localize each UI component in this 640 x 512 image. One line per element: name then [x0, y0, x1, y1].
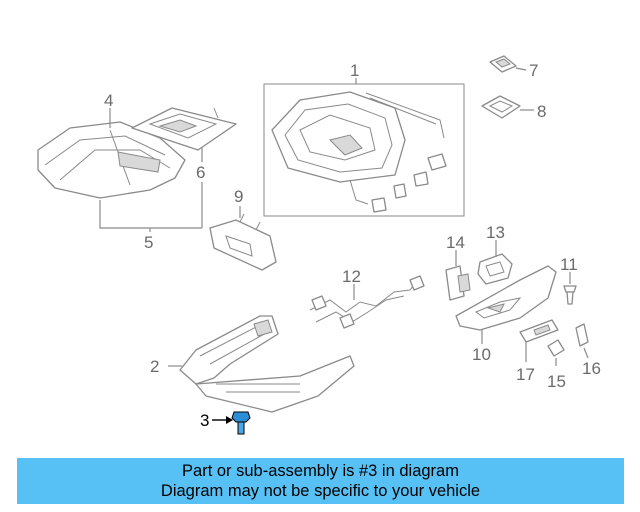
- part-8-pad: 8: [481, 95, 546, 121]
- banner-line-1: Part or sub-assembly is #3 in diagram: [182, 462, 459, 480]
- callout-7: 7: [529, 61, 538, 80]
- part-7-clip: 7: [489, 55, 538, 80]
- banner-line-2: Diagram may not be specific to your vehi…: [160, 482, 481, 500]
- part-12-wire-harness: 12: [309, 267, 425, 329]
- callout-4: 4: [104, 91, 113, 110]
- parts-diagram: 1 4 6 5 7 8: [37, 55, 601, 435]
- bolt-head: [231, 411, 251, 423]
- part-11-bolt: 11: [560, 255, 578, 305]
- callout-3: 3: [200, 411, 209, 430]
- part-4-cushion-pad: 4: [37, 91, 186, 199]
- callout-14: 14: [446, 233, 465, 252]
- callout-16: 16: [582, 359, 601, 378]
- callout-11: 11: [560, 255, 578, 274]
- callout-17: 17: [516, 365, 535, 384]
- part-6-heater-mat: 6: [131, 107, 237, 228]
- callout-9: 9: [234, 187, 243, 206]
- callout-6: 6: [196, 163, 205, 182]
- part-16-clip: 16: [575, 323, 601, 378]
- callout-3-arrow: [226, 416, 233, 424]
- callout-2: 2: [150, 357, 159, 376]
- callout-15: 15: [547, 372, 566, 391]
- callout-12: 12: [342, 267, 361, 286]
- bolt-shank: [237, 421, 245, 435]
- callout-8: 8: [537, 102, 546, 121]
- part-1-frame-box: [263, 83, 465, 217]
- callout-5: 5: [144, 233, 153, 252]
- part-5-bracket-lead: 5: [99, 200, 202, 252]
- part-14-module: 14: [445, 233, 471, 301]
- part-9-switch-housing: 9: [209, 187, 277, 271]
- part-17-knob: 17: [516, 319, 559, 384]
- part-2-seat-track: 2: [150, 315, 355, 413]
- part-1-seat-cushion-frame: 1: [263, 61, 465, 217]
- info-banner: Part or sub-assembly is #3 in diagram Di…: [17, 458, 624, 504]
- callout-13: 13: [486, 223, 505, 242]
- callout-10: 10: [472, 345, 491, 364]
- part-3-bolt: 3: [200, 411, 251, 435]
- part-13-switch: 13: [477, 223, 513, 285]
- part-15-knob: 15: [547, 339, 566, 391]
- part-10-side-cover: 10: [455, 265, 557, 364]
- callout-1: 1: [350, 61, 359, 80]
